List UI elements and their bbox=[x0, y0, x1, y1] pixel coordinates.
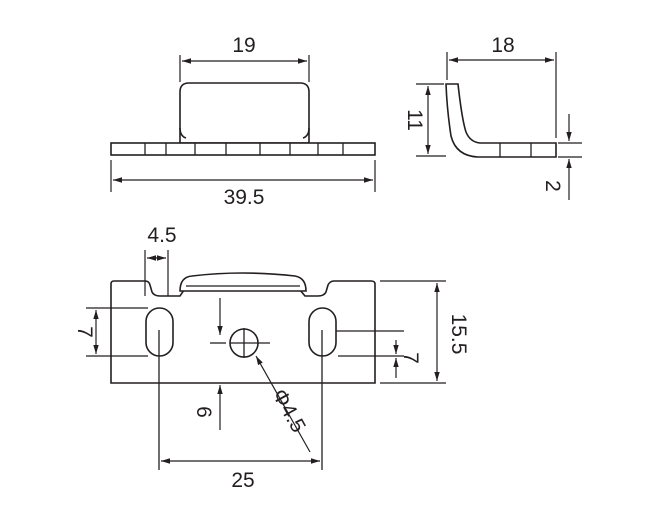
dim-slot-length-right: 7 bbox=[338, 340, 422, 378]
dim-height: 11 bbox=[403, 83, 446, 157]
dim-slot-length: 7 bbox=[73, 307, 148, 357]
front-view: 4.5 7 15.5 7 6 bbox=[73, 224, 470, 492]
dim-tab-width-label: 19 bbox=[232, 34, 255, 57]
side-view: 18 11 2 bbox=[403, 34, 582, 200]
dim-hole-offset: 6 bbox=[192, 298, 223, 430]
dim-overall-length: 39.5 bbox=[110, 160, 376, 209]
dim-tab-width: 19 bbox=[179, 34, 310, 82]
front-view-tab-lip bbox=[179, 272, 307, 292]
top-view-plate-segments bbox=[144, 143, 344, 155]
top-view-tab bbox=[179, 82, 310, 144]
dim-thickness: 2 bbox=[541, 114, 582, 200]
dim-overall-length-label: 39.5 bbox=[224, 186, 265, 209]
top-view-base-plate bbox=[110, 142, 376, 156]
dim-plate-height-label: 15.5 bbox=[447, 314, 470, 355]
dim-depth-label: 18 bbox=[491, 34, 514, 57]
dim-slot-length-label: 7 bbox=[73, 326, 96, 338]
dim-slot-spacing-label: 25 bbox=[231, 469, 254, 492]
top-view: 19 39.5 bbox=[110, 34, 376, 209]
dim-edge-offset: 4.5 bbox=[144, 224, 177, 296]
dim-plate-height: 15.5 bbox=[380, 280, 470, 384]
side-view-segments bbox=[499, 143, 532, 157]
top-view-tab-foot bbox=[179, 127, 310, 139]
dim-slot-length-right-label: 7 bbox=[399, 352, 422, 364]
dim-depth: 18 bbox=[446, 34, 557, 138]
dim-thickness-label: 2 bbox=[541, 180, 564, 192]
dim-hole-offset-label: 6 bbox=[192, 406, 215, 418]
dim-slot-spacing: 25 bbox=[161, 458, 320, 492]
dim-height-label: 11 bbox=[403, 109, 426, 131]
center-hole-crosshair bbox=[210, 328, 270, 358]
dim-hole-diameter-label: Φ4.5 bbox=[267, 385, 309, 436]
dim-edge-offset-label: 4.5 bbox=[147, 224, 176, 247]
side-view-profile bbox=[445, 83, 557, 158]
